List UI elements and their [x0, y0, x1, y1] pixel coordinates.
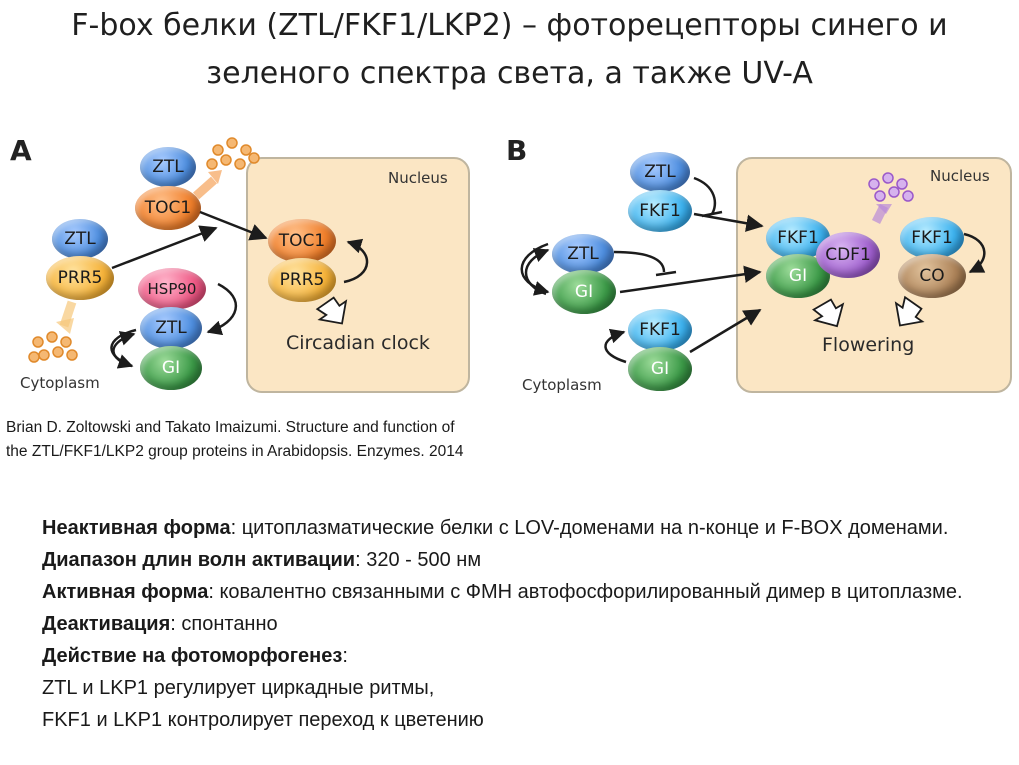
ztl-protein: ZTL	[552, 234, 614, 274]
ztl-protein: ZTL	[140, 307, 202, 349]
gi-protein: GI	[140, 346, 202, 390]
ztl-protein: ZTL	[52, 219, 108, 259]
description-deactivation: Деактивация: спонтанно	[42, 608, 982, 640]
degradation-dots	[28, 137, 260, 363]
active-text: : ковалентно связанными с ФМН автофосфор…	[208, 581, 963, 603]
panel-a-nucleus	[246, 157, 470, 393]
description-fkf1-line: FKF1 и LKP1 контролирует переход к цвете…	[42, 709, 484, 731]
action-text: :	[342, 645, 348, 667]
citation-line-2: the ZTL/FKF1/LKP2 group proteins in Arab…	[6, 443, 464, 460]
panel-b-letter: B	[506, 134, 528, 167]
co-protein: CO	[898, 254, 966, 298]
toc1-protein: TOC1	[268, 219, 336, 263]
description-inactive: Неактивная форма: цитоплазматические бел…	[42, 512, 982, 576]
citation-line-1: Brian D. Zoltowski and Takato Imaizumi. …	[6, 419, 455, 436]
citation: Brian D. Zoltowski and Takato Imaizumi. …	[6, 416, 566, 464]
fkf1-protein: FKF1	[628, 190, 692, 232]
panel-b-nucleus-label: Nucleus	[930, 167, 990, 185]
gi-protein: GI	[628, 347, 692, 391]
prr5-protein: PRR5	[268, 258, 336, 302]
hsp90-protein: HSP90	[138, 268, 206, 310]
range-text: : 320 - 500 нм	[355, 549, 482, 571]
panel-a-letter: A	[10, 134, 32, 167]
cdf1-protein: CDF1	[816, 232, 880, 278]
ztl-protein: ZTL	[630, 152, 690, 192]
panel-a-cytoplasm-label: Cytoplasm	[20, 374, 100, 392]
description-block: Неактивная форма: цитоплазматические бел…	[42, 512, 982, 736]
panel-b-cytoplasm-label: Cytoplasm	[522, 376, 602, 394]
prr5-protein: PRR5	[46, 256, 114, 300]
flowering-label: Flowering	[822, 334, 915, 356]
degradation-dots	[868, 172, 914, 202]
deactivation-label: Деактивация	[42, 613, 171, 635]
inactive-label: Неактивная форма	[42, 517, 231, 539]
toc1-protein: TOC1	[135, 186, 201, 230]
slide-title-line-2: зеленого спектра света, а также UV-A	[206, 56, 813, 91]
inactive-text: : цитоплазматические белки с LOV-доменам…	[230, 517, 949, 539]
circadian-clock-label: Circadian clock	[286, 332, 430, 354]
slide-title-line-1: F-box белки (ZTL/FKF1/LKP2) – фоторецепт…	[71, 8, 948, 43]
range-label: Диапазон длин волн активации	[42, 549, 356, 571]
panel-a-nucleus-label: Nucleus	[388, 169, 448, 187]
deactivation-text: : спонтанно	[170, 613, 278, 635]
description-action: Действие на фотоморфогенез:	[42, 640, 982, 672]
description-ztl-line: ZTL и LKP1 регулирует циркадные ритмы,	[42, 677, 435, 699]
fkf1-protein: FKF1	[628, 309, 692, 351]
active-label: Активная форма	[42, 581, 209, 603]
ztl-protein: ZTL	[140, 147, 196, 187]
fkf1-protein: FKF1	[900, 217, 964, 259]
action-label: Действие на фотоморфогенез	[42, 645, 343, 667]
gi-protein: GI	[552, 270, 616, 314]
description-active: Активная форма: ковалентно связанными с …	[42, 576, 982, 608]
